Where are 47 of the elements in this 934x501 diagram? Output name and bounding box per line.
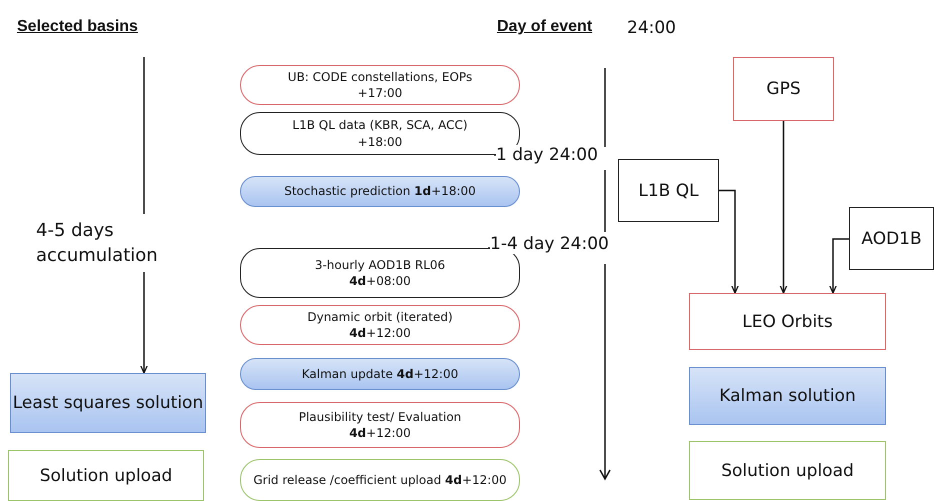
node-text: AOD1B: [861, 228, 922, 248]
node-text: Plausibility test/ Evaluation: [298, 408, 462, 425]
annotation-text: 4-5 days accumulation: [36, 218, 159, 268]
node-text: Dynamic orbit (iterated): [307, 308, 453, 325]
process-box: [618, 159, 719, 222]
node-text: UB: CODE constellations, EOPs: [288, 68, 472, 85]
arrow: [140, 272, 148, 374]
column-heading: Selected basins: [17, 18, 138, 36]
timeline-label: 1-4 day 24:00: [490, 234, 609, 254]
node-text: Solution upload: [40, 466, 172, 486]
node-text: GPS: [766, 79, 801, 99]
connector-line: [143, 57, 145, 214]
process-pill: [240, 459, 520, 501]
node-text: 4d+08:00: [349, 273, 411, 290]
node-text: Grid release /coefficient upload 4d+12:00: [253, 472, 507, 488]
node-text: 4d+12:00: [349, 425, 411, 442]
process-pill: [240, 176, 520, 207]
column-heading: Day of event: [497, 18, 592, 36]
node-text: L1B QL data (KBR, SCA, ACC): [292, 117, 468, 134]
process-box: [689, 441, 886, 500]
time-label: 24:00: [627, 18, 676, 38]
node-text: Stochastic prediction 1d+18:00: [284, 183, 476, 200]
process-box: [689, 293, 886, 350]
process-pill: [240, 358, 520, 390]
node-text: Kalman update 4d+12:00: [302, 366, 458, 382]
process-box: [733, 57, 834, 121]
node-text: L1B QL: [638, 180, 699, 200]
process-pill: [240, 248, 520, 298]
node-text: 3-hourly AOD1B RL06: [314, 256, 446, 273]
node-text: +17:00: [358, 85, 402, 102]
node-text: 4d+12:00: [349, 325, 411, 342]
timeline-label: 1 day 24:00: [496, 145, 598, 165]
node-text: Kalman solution: [719, 386, 856, 406]
node-text: +18:00: [358, 134, 402, 150]
process-pill: [240, 305, 520, 345]
process-box: [8, 450, 204, 501]
process-box: [10, 373, 206, 433]
node-text: Solution upload: [721, 460, 854, 480]
arrow: [780, 121, 788, 294]
process-box: [689, 367, 886, 425]
process-pill: [240, 402, 520, 448]
process-box: [849, 207, 934, 270]
arrow: [719, 190, 739, 294]
node-text: LEO Orbits: [742, 312, 833, 332]
process-pill: [240, 65, 520, 105]
node-text: Least squares solution: [12, 393, 204, 413]
arrow: [829, 238, 849, 294]
